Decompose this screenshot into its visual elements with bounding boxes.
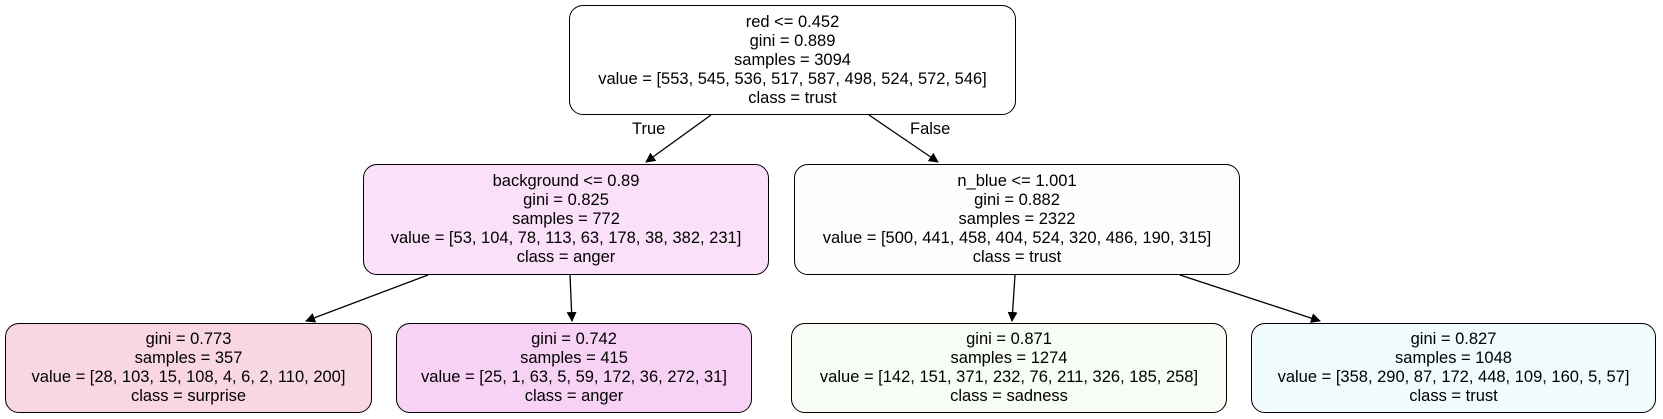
node-split: n_blue <= 1.001 xyxy=(957,172,1077,190)
node-gini: gini = 0.871 xyxy=(966,330,1052,348)
node-split: red <= 0.452 xyxy=(745,12,840,31)
node-gini: gini = 0.882 xyxy=(974,191,1060,209)
node-value: value = [25, 1, 63, 5, 59, 172, 36, 272,… xyxy=(421,368,727,386)
node-class: class = sadness xyxy=(950,387,1068,405)
edge-root-left xyxy=(645,114,712,163)
node-value: value = [553, 545, 536, 517, 587, 498, 5… xyxy=(598,69,987,88)
node-samples: samples = 1274 xyxy=(950,349,1068,367)
tree-node-root: red <= 0.452 gini = 0.889 samples = 3094… xyxy=(569,5,1016,115)
tree-leaf-trust: gini = 0.827 samples = 1048 value = [358… xyxy=(1251,323,1656,413)
node-value: value = [358, 290, 87, 172, 448, 109, 16… xyxy=(1277,368,1630,386)
edge-left-leaf-lr xyxy=(566,274,577,322)
node-class: class = trust xyxy=(1409,387,1498,405)
node-class: class = trust xyxy=(972,248,1062,266)
node-samples: samples = 1048 xyxy=(1395,349,1512,367)
node-value: value = [500, 441, 458, 404, 524, 320, 4… xyxy=(822,229,1212,247)
node-samples: samples = 357 xyxy=(134,349,243,367)
node-split: background <= 0.89 xyxy=(492,172,640,190)
node-gini: gini = 0.827 xyxy=(1410,330,1497,348)
edge-root-right xyxy=(868,114,939,163)
tree-leaf-anger: gini = 0.742 samples = 415 value = [25, … xyxy=(396,323,752,413)
edge-left-leaf-ll xyxy=(305,274,429,323)
node-gini: gini = 0.825 xyxy=(523,191,609,209)
node-samples: samples = 2322 xyxy=(958,210,1076,228)
node-gini: gini = 0.773 xyxy=(145,330,232,348)
node-value: value = [28, 103, 15, 108, 4, 6, 2, 110,… xyxy=(31,368,346,386)
edge-label-false: False xyxy=(910,120,951,138)
node-gini: gini = 0.742 xyxy=(531,330,617,348)
node-samples: samples = 3094 xyxy=(734,50,851,69)
tree-node-left: background <= 0.89 gini = 0.825 samples … xyxy=(363,164,769,275)
node-class: class = anger xyxy=(516,248,616,266)
node-value: value = [53, 104, 78, 113, 63, 178, 38, … xyxy=(390,229,742,247)
tree-node-right: n_blue <= 1.001 gini = 0.882 samples = 2… xyxy=(794,164,1240,275)
edge-right-leaf-rl xyxy=(1007,274,1018,322)
node-class: class = trust xyxy=(748,88,837,107)
edge-right-leaf-rr xyxy=(1179,274,1321,323)
node-samples: samples = 415 xyxy=(520,349,628,367)
node-class: class = surprise xyxy=(130,387,247,405)
tree-leaf-surprise: gini = 0.773 samples = 357 value = [28, … xyxy=(5,323,372,413)
tree-leaf-sadness: gini = 0.871 samples = 1274 value = [142… xyxy=(791,323,1227,413)
node-class: class = anger xyxy=(524,387,624,405)
edge-label-true: True xyxy=(632,120,666,138)
node-samples: samples = 772 xyxy=(512,210,620,228)
node-value: value = [142, 151, 371, 232, 76, 211, 32… xyxy=(819,368,1199,386)
node-gini: gini = 0.889 xyxy=(749,31,836,50)
